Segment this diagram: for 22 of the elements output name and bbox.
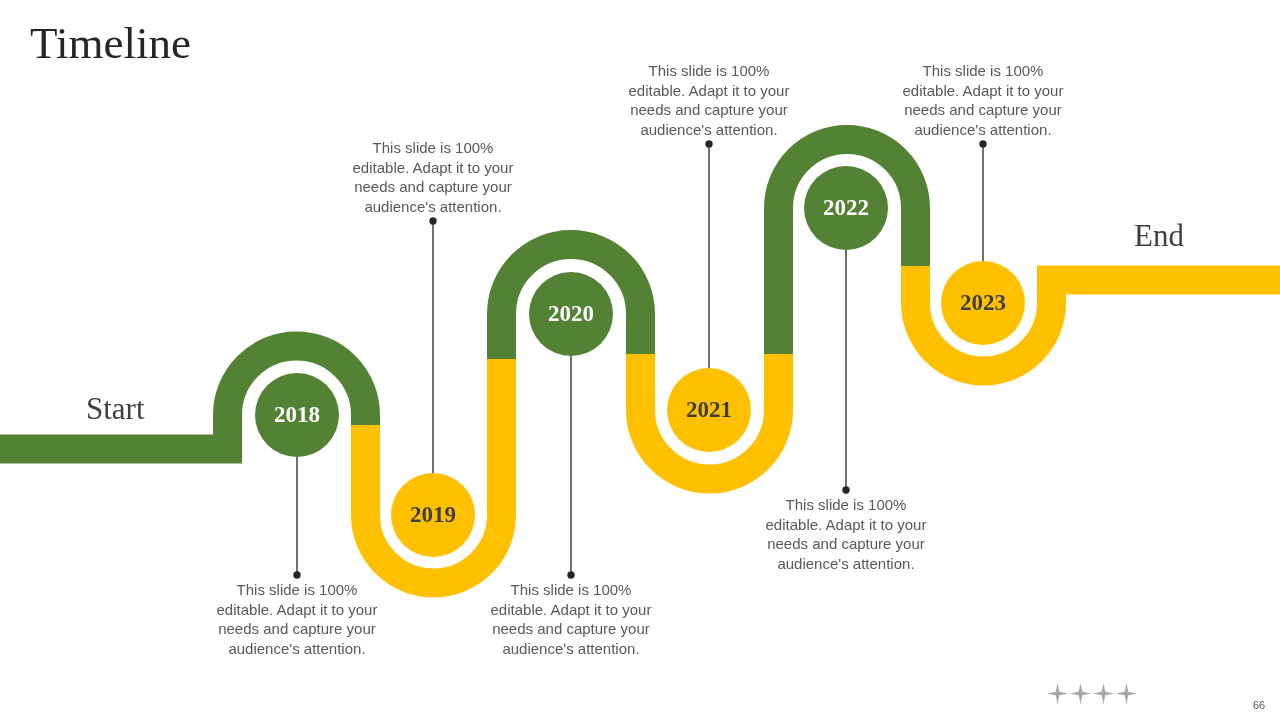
- description-text: This slide is 100% editable. Adapt it to your needs and capture your audience's attention.: [760, 495, 932, 573]
- year-circle: 2021: [667, 368, 751, 452]
- path-end-label: Start: [86, 392, 145, 427]
- description-text: This slide is 100% editable. Adapt it to your needs and capture your audience's attention.: [623, 61, 795, 139]
- leader-line: [293, 456, 301, 579]
- year-circle: 2019: [391, 473, 475, 557]
- description-text: This slide is 100% editable. Adapt it to your needs and capture your audience's attention.: [485, 580, 657, 658]
- leader-line: [567, 355, 575, 579]
- year-circle: 2023: [941, 261, 1025, 345]
- leader-line: [842, 249, 850, 494]
- description-text: This slide is 100% editable. Adapt it to your needs and capture your audience's attention.: [211, 580, 383, 658]
- year-circle: 2020: [529, 272, 613, 356]
- leader-line: [705, 140, 713, 369]
- leader-line: [429, 217, 437, 474]
- page-number: 66: [1253, 699, 1266, 713]
- description-text: This slide is 100% editable. Adapt it to your needs and capture your audience's attention.: [347, 138, 519, 216]
- year-circle: 2018: [255, 373, 339, 457]
- leader-line: [979, 140, 987, 262]
- year-circle: 2022: [804, 166, 888, 250]
- slide-title: Timeline: [30, 18, 191, 70]
- path-end-label: End: [1134, 219, 1184, 254]
- description-text: This slide is 100% editable. Adapt it to your needs and capture your audience's attention.: [897, 61, 1069, 139]
